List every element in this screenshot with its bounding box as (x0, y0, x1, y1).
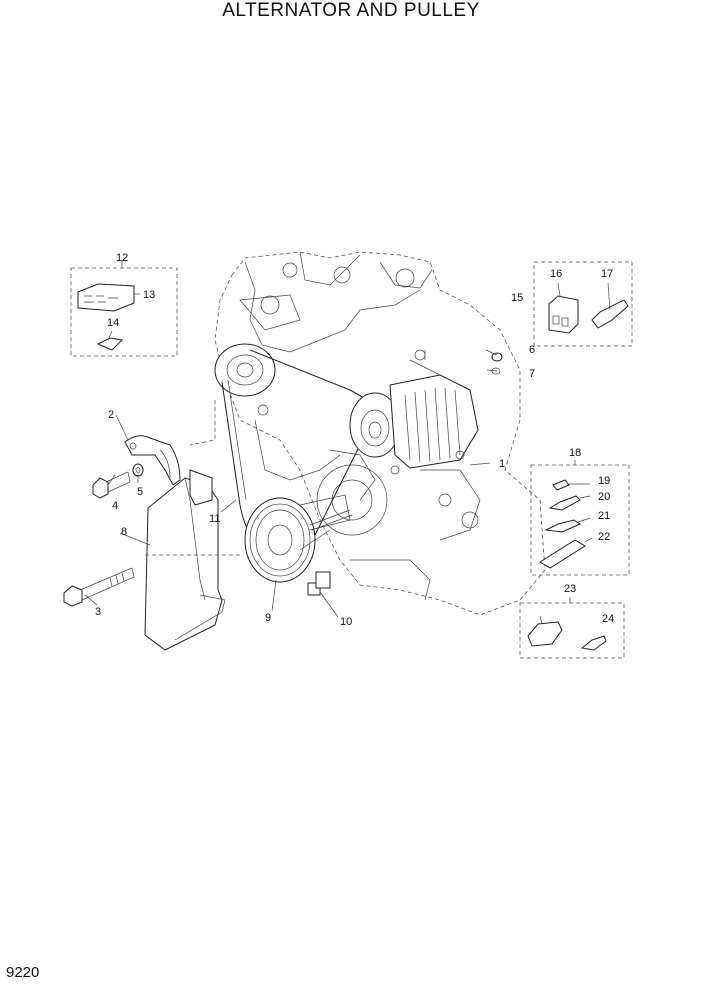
callout-19: 19 (598, 475, 610, 487)
callout-9: 9 (265, 612, 271, 624)
callout-10: 10 (340, 616, 352, 628)
callout-2: 2 (108, 409, 114, 421)
callout-1: 1 (499, 458, 505, 470)
callout-5: 5 (137, 486, 143, 498)
callout-17: 17 (601, 268, 613, 280)
alternator (349, 349, 479, 475)
crank-pulley (244, 494, 353, 583)
box-23 (519, 597, 625, 659)
callout-24: 24 (602, 613, 614, 625)
page-title: ALTERNATOR AND PULLEY (222, 0, 480, 21)
adjusting-bracket (124, 400, 216, 506)
callout-8: 8 (121, 526, 127, 538)
bolt-short (92, 471, 131, 499)
page-code: 9220 (6, 964, 40, 981)
callout-7: 7 (529, 368, 535, 380)
callout-16: 16 (550, 268, 562, 280)
callout-4: 4 (112, 500, 118, 512)
callout-3: 3 (95, 606, 101, 618)
callout-13: 13 (143, 289, 155, 301)
water-pump-pulley (214, 343, 276, 397)
box-15 (533, 261, 633, 347)
box-18 (530, 460, 630, 576)
callout-14: 14 (107, 317, 119, 329)
engine-block (214, 251, 546, 616)
box-12 (70, 260, 178, 357)
washer (132, 463, 144, 477)
callouts: 1 2 3 4 5 6 7 8 9 10 11 12 13 14 15 16 1… (95, 252, 614, 628)
leader-lines (84, 330, 498, 618)
callout-6: 6 (529, 344, 535, 356)
callout-15: 15 (511, 292, 523, 304)
callout-21: 21 (598, 510, 610, 522)
callout-12: 12 (116, 252, 128, 264)
spacer (307, 571, 331, 596)
callout-18: 18 (569, 447, 581, 459)
spring-washer-7 (491, 367, 501, 375)
nut-6 (491, 352, 503, 362)
callout-22: 22 (598, 531, 610, 543)
belt-cover (144, 477, 240, 651)
callout-20: 20 (598, 491, 610, 503)
callout-23: 23 (564, 583, 576, 595)
callout-11: 11 (209, 513, 220, 525)
bolt-long (63, 567, 135, 607)
